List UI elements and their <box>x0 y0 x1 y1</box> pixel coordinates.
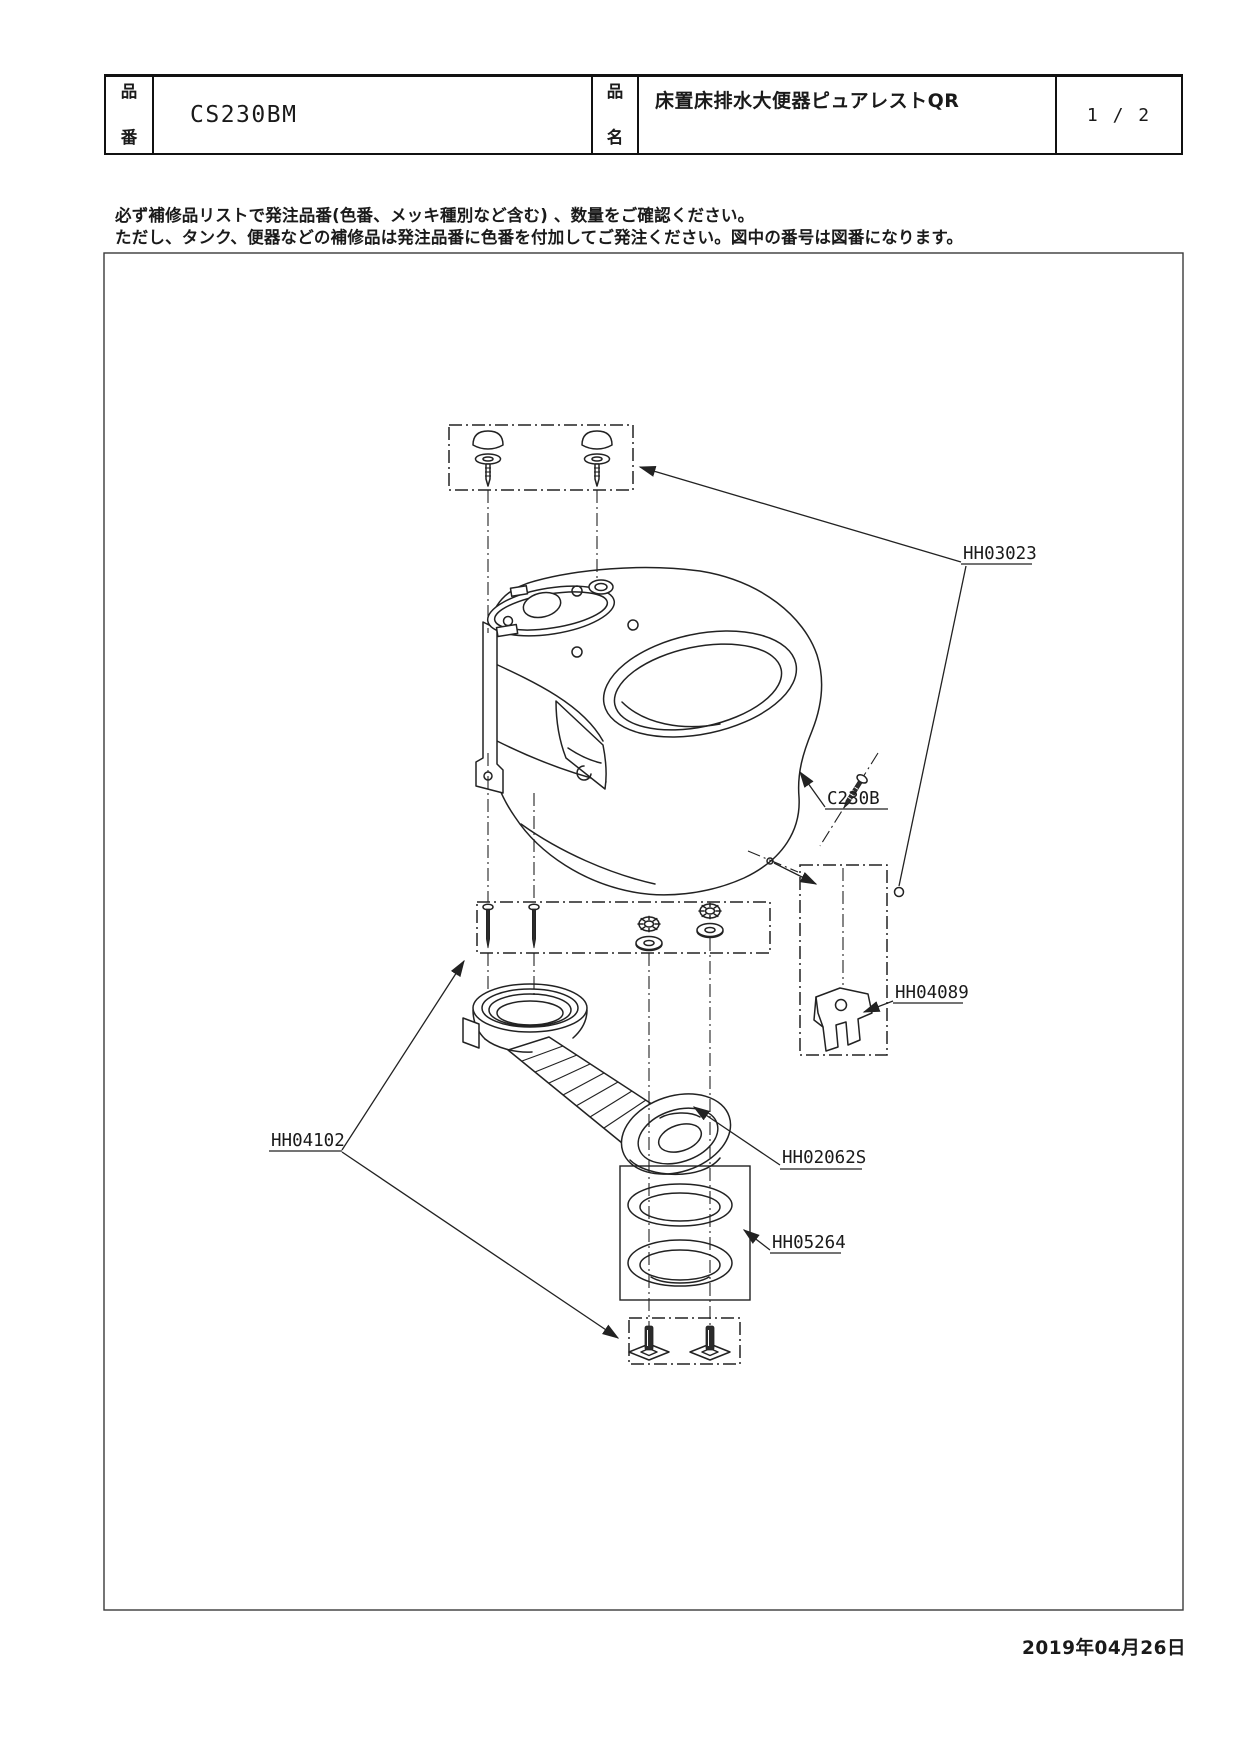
diagram-frame <box>103 252 1184 1611</box>
part-number-label-top: 品 <box>120 82 138 101</box>
center-lines <box>448 424 888 1365</box>
order-note-line1: 必ず補修品リストで発注品番(色番、メッキ種別など含む) 、数量をご確認ください。 <box>115 206 755 225</box>
part-name-label-bottom: 名 <box>606 127 624 147</box>
part-label-c230b: C230B <box>827 789 880 809</box>
clip-part-drawing <box>813 987 873 1052</box>
part-name-value: 床置床排水大便器ピュアレストQR <box>639 77 1057 153</box>
part-name-label-top: 品 <box>606 82 624 101</box>
drain-pipe-assembly-drawing <box>462 983 732 1176</box>
part-number-label-bottom: 番 <box>120 127 138 147</box>
part-label-hh04102: HH04102 <box>271 1131 345 1151</box>
part-label-hh03023: HH03023 <box>963 544 1037 564</box>
title-block: 品 番 CS230BM 品 名 床置床排水大便器ピュアレストQR 1 / 2 <box>104 74 1183 155</box>
order-notes: 必ず補修品リストで発注品番(色番、メッキ種別など含む) 、数量をご確認ください。… <box>115 205 963 248</box>
part-label-hh05264: HH05264 <box>772 1233 846 1253</box>
part-labels: HH03023 C230B HH04089 HH04102 HH02062S H… <box>269 465 1037 1339</box>
part-name-header-cell: 品 名 <box>593 77 639 153</box>
part-label-hh04089: HH04089 <box>895 983 969 1003</box>
part-number-header-cell: 品 番 <box>106 77 154 153</box>
part-number-value: CS230BM <box>154 77 593 153</box>
bolt-cap-set-drawing <box>472 430 613 487</box>
page-indicator: 1 / 2 <box>1086 104 1152 126</box>
flange-fixing-hardware-drawing <box>482 902 724 952</box>
revision-date: 2019年04月26日 <box>1022 1638 1186 1659</box>
order-note-line2: ただし、タンク、便器などの補修品は発注品番に色番を付加してご発注ください。図中の… <box>115 227 964 247</box>
toilet-bowl-drawing <box>475 566 823 896</box>
gasket-rings-drawing <box>619 1165 751 1301</box>
part-label-hh02062s: HH02062S <box>782 1148 866 1168</box>
floor-bolt-set-drawing <box>628 1325 731 1361</box>
side-fixing-screw-drawing <box>843 773 868 809</box>
